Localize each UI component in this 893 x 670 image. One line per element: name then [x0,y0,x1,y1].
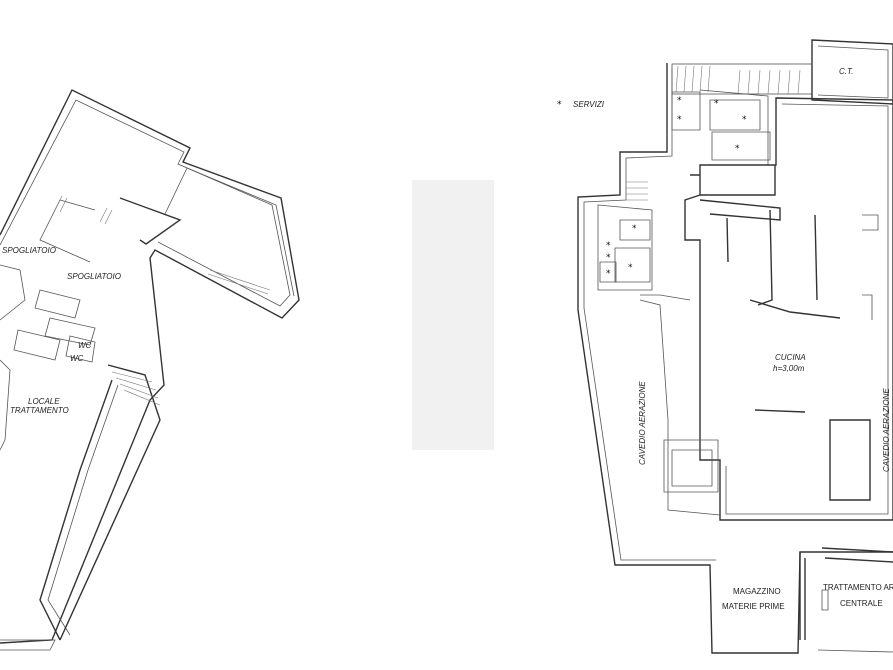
label-spogliatoio-2: SPOGLIATOIO [67,272,121,281]
label-magazzino: MAGAZZINO [733,587,781,596]
label-materie-prime: MATERIE PRIME [722,602,785,611]
service-star: * [742,115,747,125]
label-trattamento-aria: TRATTAMENTO ARIA [823,583,893,592]
service-star: * [714,99,719,109]
label-height: h=3,00m [773,364,805,373]
legend-text: SERVIZI [573,100,605,109]
label-locale: LOCALE [28,397,60,406]
blurred-strip [412,180,494,450]
service-star: * [606,241,611,251]
service-star: * [606,269,611,279]
label-wc-1: WC [78,341,92,350]
left-floor-plan [0,89,300,651]
label-centrale: CENTRALE [840,599,883,608]
service-star: * [677,115,682,125]
label-spogliatoio-1: SPOGLIATOIO [2,246,56,255]
label-trattamento: TRATTAMENTO [10,406,69,415]
label-cavedio-2: CAVEDIO AERAZIONE [882,388,891,472]
service-star: * [606,253,611,263]
label-ct: C.T. [839,67,853,76]
service-markers: * * * * * * * * * * [606,96,747,279]
label-cucina: CUCINA [775,353,806,362]
label-wc-2: WC [70,354,84,363]
service-star: * [677,96,682,106]
legend-symbol: * [557,100,562,110]
service-star: * [632,224,637,234]
label-cavedio-1: CAVEDIO AERAZIONE [638,381,647,465]
service-star: * [735,144,740,154]
service-star: * [628,263,633,273]
right-floor-plan [577,39,893,654]
